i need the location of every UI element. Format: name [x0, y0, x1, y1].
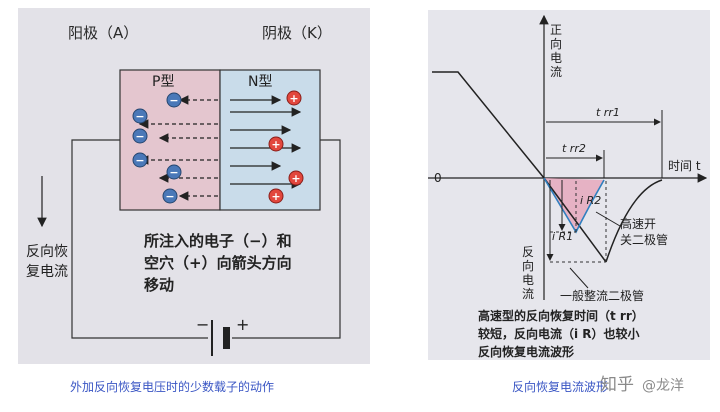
electron-sign: −	[169, 94, 178, 107]
electron-dot	[162, 188, 178, 204]
y-neg-label-char: 电	[522, 273, 534, 287]
trr1-label: t rr1	[596, 106, 620, 119]
reverse-current-label-line1: 反向恢	[26, 244, 68, 260]
electron-dot	[132, 108, 148, 124]
reverse-recovery-waveform: 0 正 向 电 流 反 向 电 流 时间 t t rr1 t rr2 i R2 …	[428, 10, 710, 360]
electron-sign: −	[169, 166, 178, 179]
y-pos-label-char: 正	[550, 23, 562, 37]
electron-dot	[132, 152, 148, 168]
hole-sign: +	[289, 92, 298, 105]
battery-symbol: − +	[196, 315, 249, 356]
time-axis-label: 时间 t	[668, 159, 701, 173]
hole-dot	[268, 136, 284, 152]
zero-label: 0	[434, 171, 442, 185]
reverse-current-label-line2: 复电流	[26, 263, 68, 280]
electron-dots	[132, 92, 182, 204]
ir1-label: i R1	[552, 230, 573, 243]
electron-sign: −	[135, 110, 144, 123]
note-line2: 空穴（+）向箭头方向	[144, 254, 292, 272]
n-region-label: N型	[248, 74, 272, 90]
fast-label-leader	[595, 211, 621, 227]
left-caption: 外加反向恢复电压时的少数载子的动作	[70, 380, 275, 394]
trr2-label: t rr2	[562, 142, 586, 155]
carrier-motion-figure: 阳极（A） 阴极（K） P型 N型 − − − − − −	[18, 8, 370, 364]
electron-dot	[132, 128, 148, 144]
electron-sign: −	[135, 130, 144, 143]
right-caption: 反向恢复电流波形	[512, 380, 609, 394]
hole-dots	[268, 90, 304, 204]
hole-dot	[286, 90, 302, 106]
battery-minus: −	[196, 315, 209, 334]
note-line3: 移动	[144, 276, 174, 294]
fast-label-line2: 关二极管	[620, 232, 668, 247]
right-note-line2: 较短，反向电流（i R）也较小	[478, 326, 640, 341]
electron-paths	[138, 95, 218, 201]
y-neg-label-char: 反	[522, 245, 534, 259]
y-neg-label-char: 向	[522, 258, 534, 273]
p-region-label: P型	[152, 74, 174, 90]
anode-label: 阳极（A）	[68, 24, 138, 42]
right-note-line3: 反向恢复电流波形	[478, 344, 574, 359]
hole-paths	[230, 95, 302, 189]
external-circuit	[71, 139, 341, 339]
electron-sign: −	[135, 154, 144, 167]
electron-sign: −	[165, 190, 174, 203]
right-note-line1: 高速型的反向恢复时间（t rr）	[478, 308, 644, 323]
electron-dot	[166, 164, 182, 180]
general-label: 一般整流二极管	[560, 288, 644, 303]
hole-sign: +	[271, 190, 280, 203]
ir2-label: i R2	[580, 194, 601, 207]
shaded-area	[544, 178, 604, 232]
hole-dot	[288, 170, 304, 186]
y-pos-label-char: 流	[550, 65, 562, 79]
fast-label-line1: 高速开	[620, 216, 656, 231]
guide-lines	[550, 178, 607, 263]
hole-sign: +	[271, 138, 280, 151]
hole-dot	[268, 188, 284, 204]
curve-general	[432, 71, 607, 263]
zhihu-logo-text: 知乎	[600, 375, 634, 395]
electron-dot	[166, 92, 182, 108]
cathode-label: 阴极（K）	[262, 24, 332, 42]
battery-plus: +	[236, 315, 249, 334]
hole-sign: +	[291, 172, 300, 185]
zhihu-watermark: 知乎 @龙洋	[600, 370, 684, 395]
curve-general-recovery	[605, 179, 663, 263]
y-neg-label-char: 流	[522, 287, 534, 301]
note-line1: 所注入的电子（−）和	[144, 232, 292, 250]
y-pos-label-char: 向	[550, 36, 562, 51]
author-handle: @龙洋	[642, 378, 684, 394]
y-pos-label-char: 电	[550, 51, 562, 65]
general-label-leader	[569, 267, 589, 289]
